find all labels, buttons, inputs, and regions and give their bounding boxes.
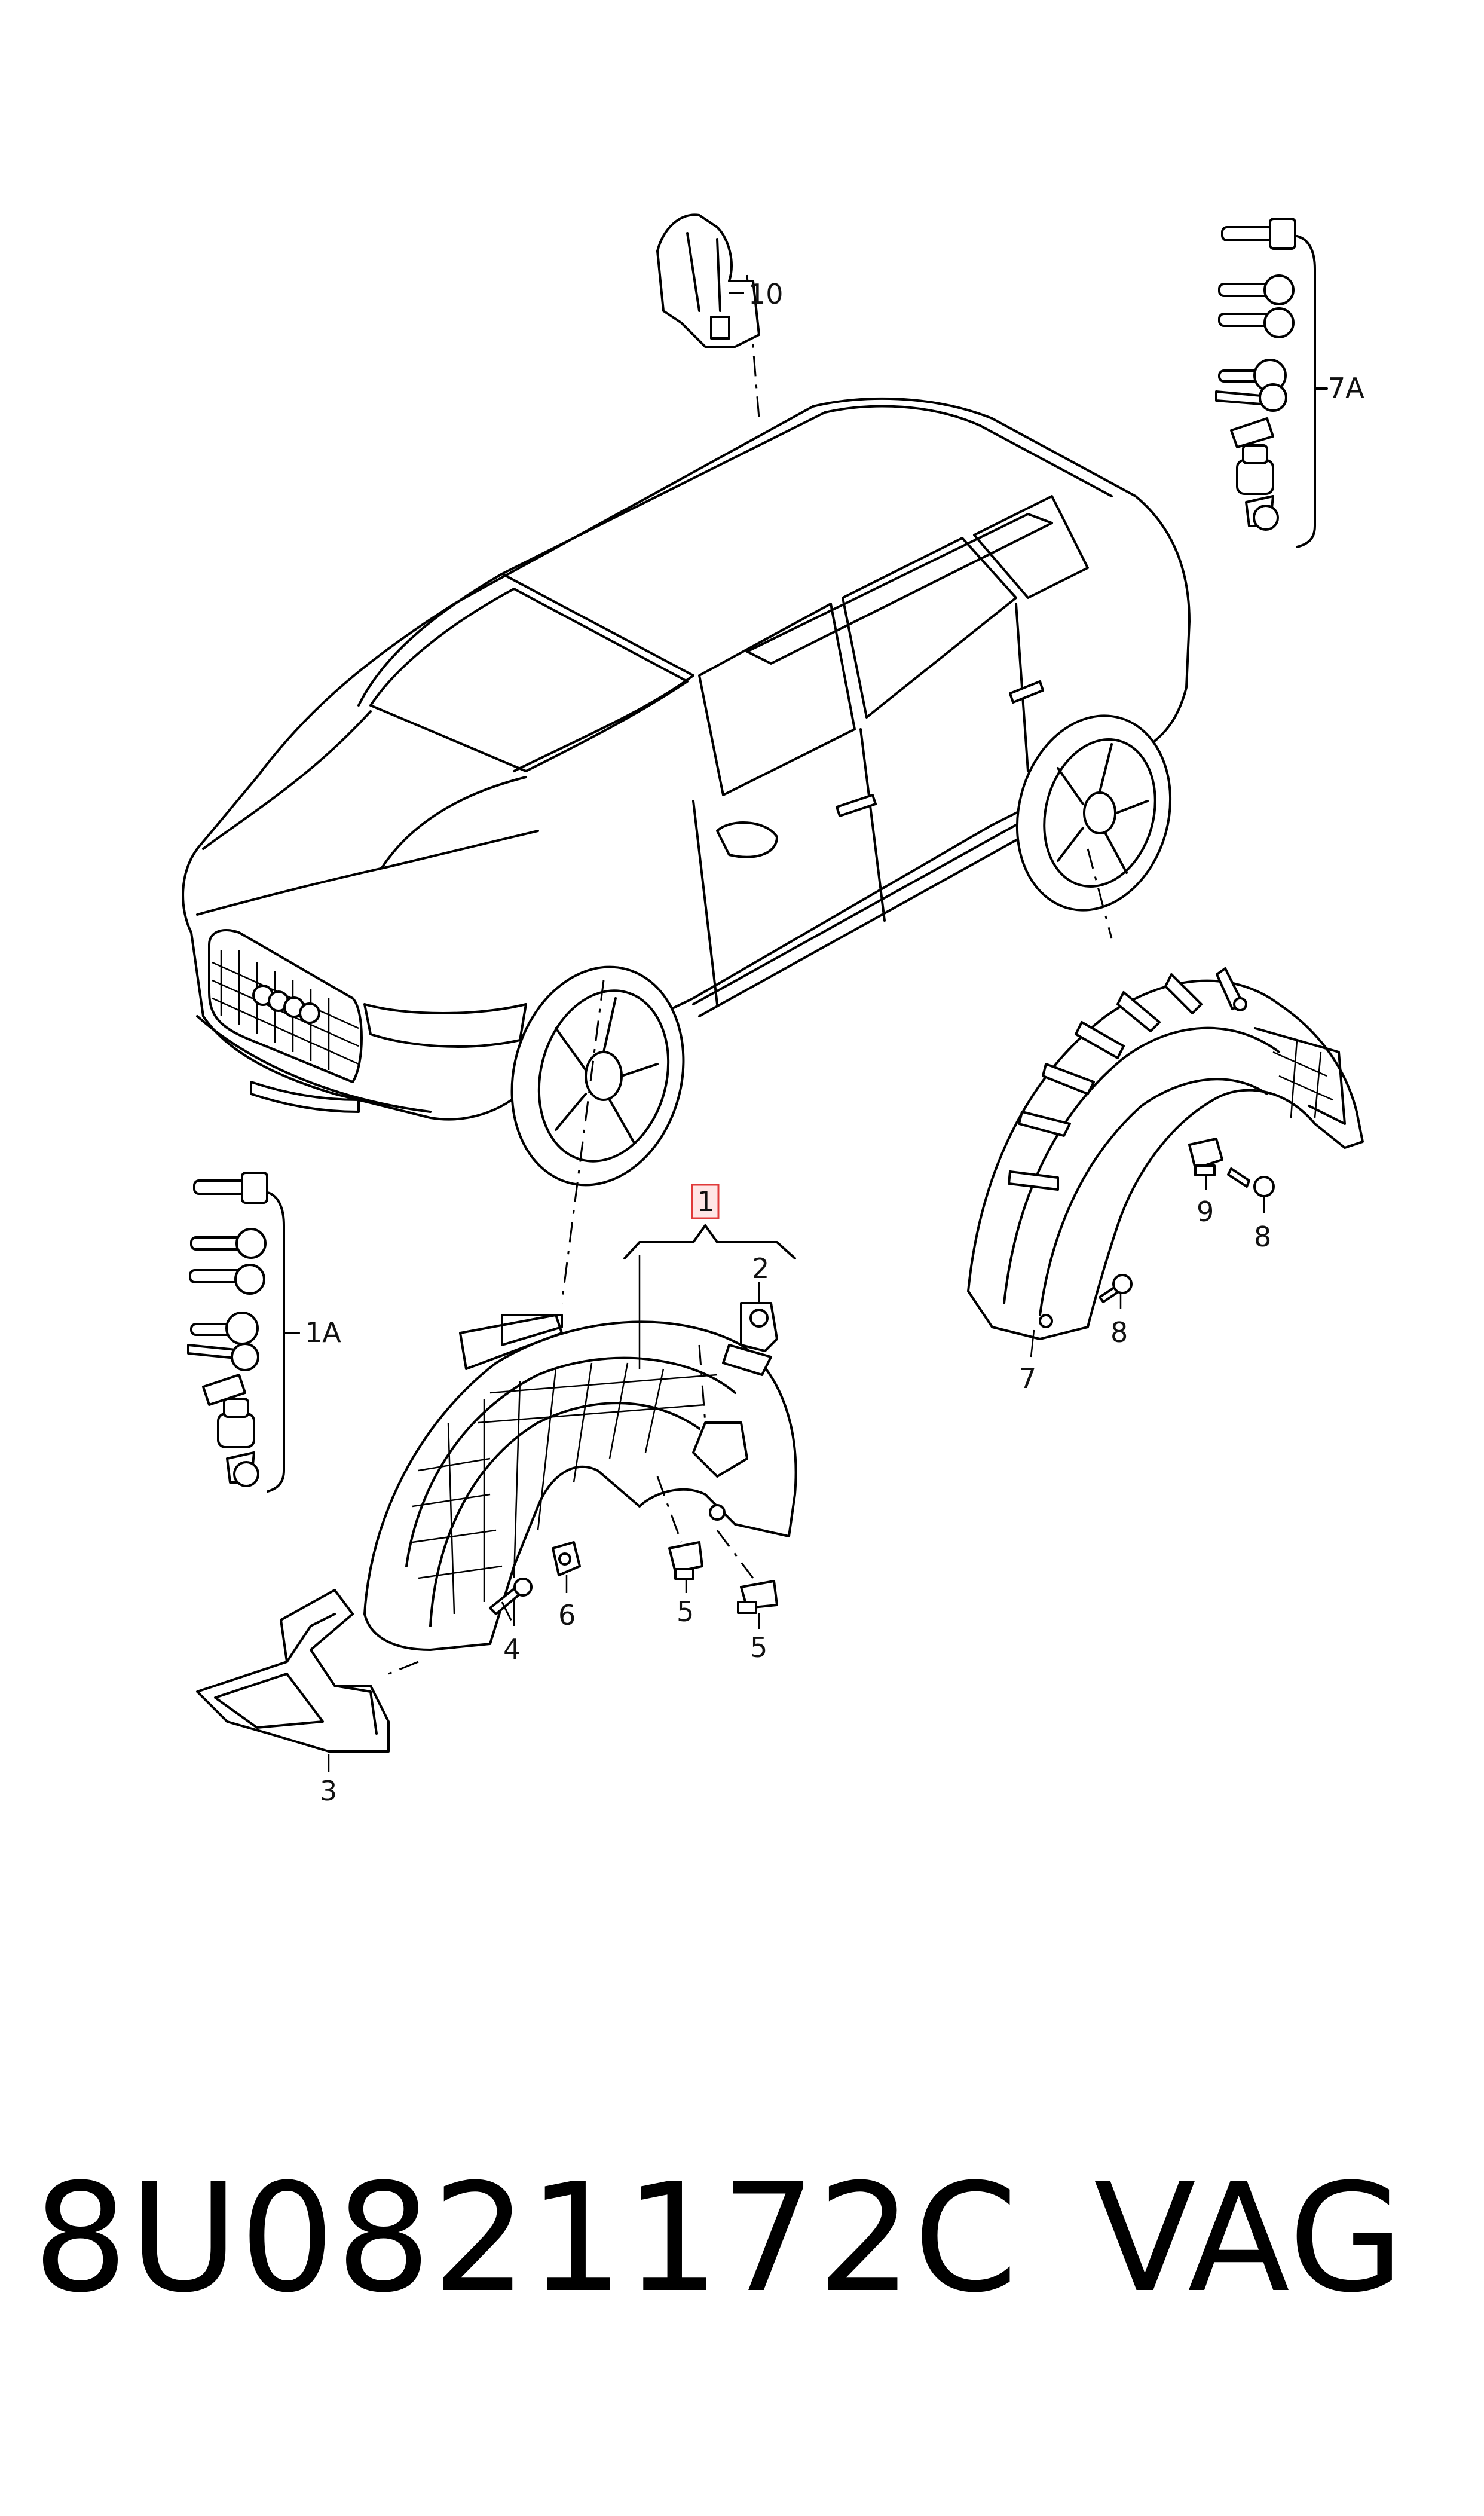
part-3-lower-cover: [196, 1589, 390, 1753]
part-5-plug-b: [737, 1580, 778, 1614]
part-9-clip: [1188, 1138, 1223, 1176]
brand-label: VAG: [1094, 2151, 1406, 2325]
callout-5-b: 5: [750, 1631, 767, 1664]
fastener-set-7A: [1215, 218, 1328, 548]
part-8-screw-a: [1227, 1167, 1275, 1197]
part-8-screw-b: [1099, 1274, 1133, 1303]
callout-8-b: 8: [1110, 1316, 1128, 1349]
part-1-front-wheel-housing-liner: [363, 1314, 797, 1651]
callout-5-a: 5: [677, 1595, 694, 1628]
callout-6: 6: [558, 1599, 576, 1631]
callout-10: 10: [748, 278, 784, 310]
callout-1-highlight-box: [691, 1184, 720, 1219]
part-7-rear-wheel-housing-liner: [967, 967, 1364, 1340]
part-10-bracket: [656, 213, 760, 348]
callout-7A: 7A: [1328, 372, 1364, 404]
parts-diagram: 10 7A 1A: [182, 213, 1364, 1807]
part-6-clip-nut: [552, 1541, 581, 1576]
part-4-screw: [489, 1578, 533, 1615]
callout-2: 2: [752, 1252, 769, 1285]
callout-1A: 1A: [305, 1316, 341, 1349]
front-wheel: [510, 965, 685, 1187]
car-illustration: [182, 397, 1191, 1187]
callout-7: 7: [1019, 1362, 1036, 1395]
part-2-bracket: [722, 1302, 778, 1376]
callout-4: 4: [503, 1633, 521, 1665]
fastener-set-1A: [187, 1172, 300, 1493]
callout-3: 3: [320, 1775, 337, 1807]
callout-9: 9: [1197, 1196, 1214, 1228]
part-5-plug-a: [668, 1541, 703, 1580]
part-number: 8U0821172C: [33, 2151, 1020, 2325]
callout-8-a: 8: [1254, 1221, 1271, 1253]
rear-wheel: [1015, 714, 1172, 912]
callout-1: 1: [697, 1185, 714, 1218]
